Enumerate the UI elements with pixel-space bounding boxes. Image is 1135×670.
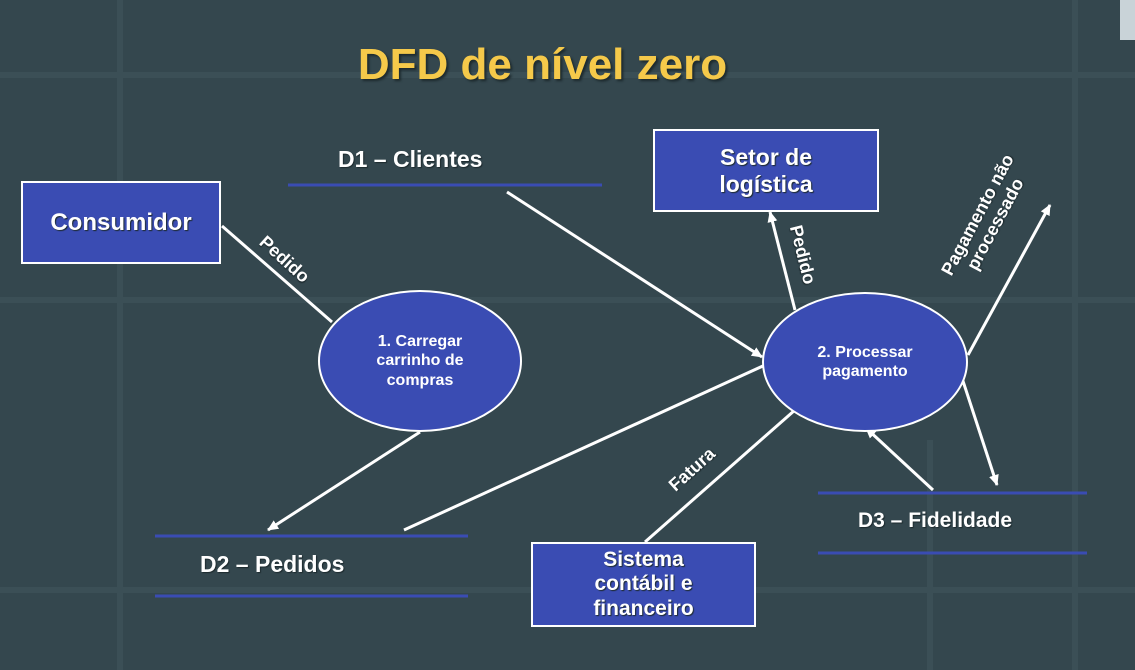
flow-p1-to-d2 [267, 430, 421, 532]
entity-setor-logistica-line2: logística [719, 170, 813, 197]
flow-consumidor-to-p1 [221, 224, 333, 324]
entity-sistema-contabil-line2: contábil e [594, 572, 693, 596]
flow-p2-to-pagamento-nao-processado [966, 204, 1052, 356]
entity-sistema-contabil-line3: financeiro [593, 596, 694, 620]
scrollbar-corner [1120, 0, 1135, 40]
process-1-line1: 1. Carregar [377, 333, 463, 351]
store-d2-pedidos: D2 – Pedidos [200, 551, 345, 577]
process-1-line3: compras [386, 371, 454, 389]
entity-consumidor: Consumidor [21, 181, 221, 264]
process-1-line2: carrinho de [376, 352, 464, 370]
flow-p2-to-d3 [960, 377, 999, 486]
flow-p2-to-logistica [767, 211, 797, 311]
process-carregar-carrinho: 1. Carregar carrinho de compras [318, 290, 522, 432]
entity-consumidor-label: Consumidor [50, 208, 192, 236]
page-title: DFD de nível zero [357, 40, 728, 89]
process-2-line2: pagamento [822, 363, 908, 380]
entity-sistema-contabil-line1: Sistema [603, 548, 684, 572]
flow-p2-to-contabil [644, 408, 796, 544]
flow-d2-to-p2 [403, 363, 766, 532]
store-d1-clientes: D1 – Clientes [338, 146, 483, 172]
process-processar-pagamento: 2. Processar pagamento [762, 292, 968, 432]
store-d3-fidelidade: D3 – Fidelidade [858, 509, 1013, 532]
flow-d1-to-p2 [506, 190, 763, 359]
entity-setor-logistica-line1: Setor de [719, 144, 813, 171]
flow-d3-to-p2 [864, 426, 935, 492]
entity-sistema-contabil: Sistema contábil e financeiro [531, 542, 756, 627]
entity-setor-logistica: Setor de logística [653, 129, 879, 212]
process-2-line1: 2. Processar [817, 343, 913, 361]
